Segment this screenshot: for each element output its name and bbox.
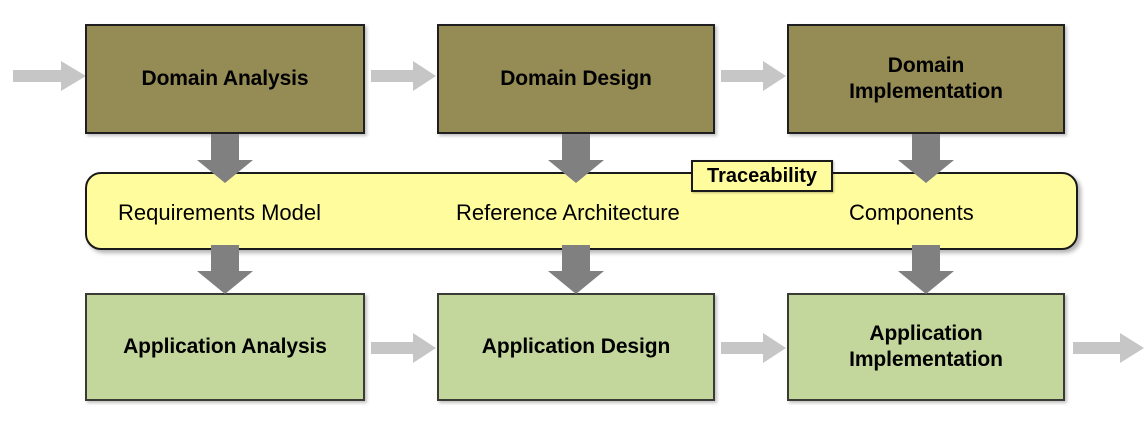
arrow-domain-analysis-to-requirements-model — [196, 134, 254, 184]
arrow-requirements-model-to-application-analysis — [196, 245, 254, 295]
arrow-components-to-application-implementation — [897, 245, 955, 295]
process-box-label: Domain Design — [500, 67, 652, 91]
process-box-label: Application Analysis — [123, 335, 327, 359]
process-box-application-implementation[interactable]: Application Implementation — [787, 293, 1065, 401]
entry-arrow-domain-analysis — [13, 60, 87, 92]
process-box-domain-implementation[interactable]: Domain Implementation — [787, 24, 1065, 134]
arrow-application-analysis-to-application-design — [371, 332, 437, 364]
traceability-tag[interactable]: Traceability — [691, 160, 833, 192]
process-box-label: Application Implementation — [849, 321, 1003, 372]
artifact-label-reference-architecture: Reference Architecture — [456, 200, 680, 225]
exit-arrow-application-implementation — [1073, 332, 1145, 364]
process-box-label-line-1: Domain — [887, 54, 965, 78]
traceability-tag-label: Traceability — [706, 164, 818, 187]
arrow-domain-analysis-to-domain-design — [371, 60, 437, 92]
arrow-application-design-to-application-implementation — [721, 332, 787, 364]
process-box-application-analysis[interactable]: Application Analysis — [85, 293, 365, 401]
process-box-domain-analysis[interactable]: Domain Analysis — [85, 24, 365, 134]
arrow-domain-design-to-reference-architecture — [547, 134, 605, 184]
process-box-application-design[interactable]: Application Design — [437, 293, 715, 401]
arrow-reference-architecture-to-application-design — [547, 245, 605, 295]
process-box-label: Domain Implementation — [849, 53, 1003, 104]
process-box-label: Domain Analysis — [141, 67, 309, 91]
process-box-label: Application Design — [481, 335, 671, 359]
process-box-label-line-1: Application — [869, 322, 983, 346]
arrow-domain-implementation-to-components — [897, 134, 955, 184]
process-box-label-line-2: Implementation — [849, 80, 1003, 103]
process-box-domain-design[interactable]: Domain Design — [437, 24, 715, 134]
artifact-label-components: Components — [849, 200, 974, 225]
process-box-label-line-2: Implementation — [849, 348, 1003, 371]
arrow-domain-design-to-domain-implementation — [721, 60, 787, 92]
artifact-label-requirements-model: Requirements Model — [118, 200, 321, 225]
